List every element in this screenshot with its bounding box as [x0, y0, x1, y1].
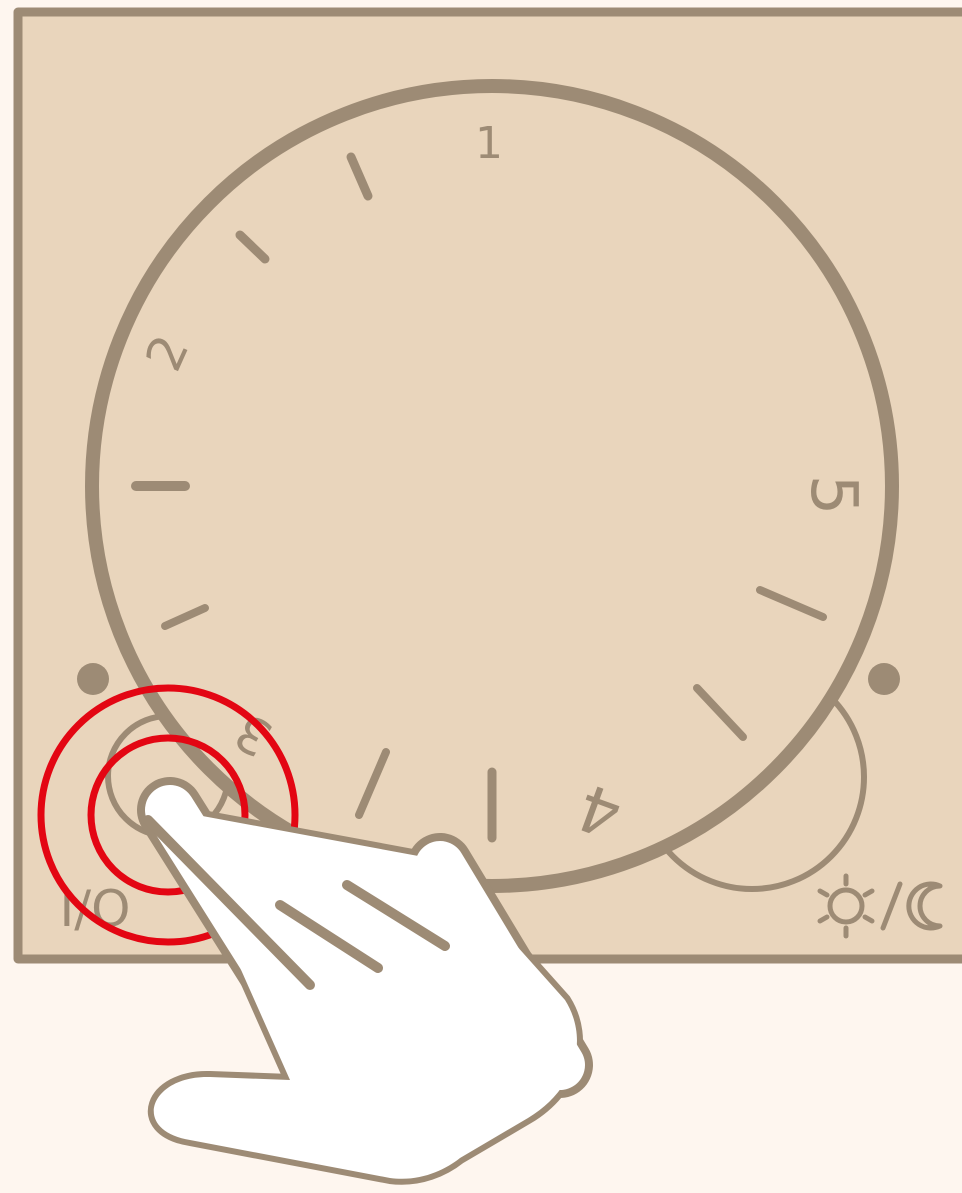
- day-night-indicator-dot: [868, 663, 900, 695]
- dial-number-1: 1: [475, 118, 503, 169]
- power-indicator-dot: [77, 663, 109, 695]
- temperature-dial[interactable]: [92, 86, 892, 886]
- dial-number-5: 5: [796, 475, 870, 516]
